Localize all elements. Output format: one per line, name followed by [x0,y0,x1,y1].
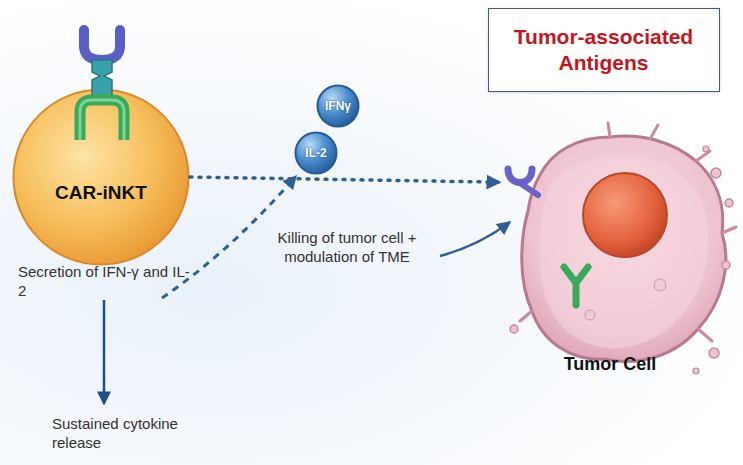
antibody-domain [84,30,120,60]
targeting-connector [190,177,500,182]
ifn-gamma-molecule: IFNγ [316,84,360,128]
cell-label: CAR-iNKT [12,182,190,204]
car-inkt-cell: CAR-iNKT [12,88,190,266]
cell-illustration [500,115,736,395]
ellipse-outline [12,88,190,266]
antigen-title: Tumor-associated Antigens [489,24,718,76]
release-note: Sustained cytokine release [52,414,182,452]
antigen-label-box: Tumor-associated Antigens [488,8,720,92]
killing-note: Killing of tumor cell + modulation of TM… [272,228,422,266]
release-arrow [103,300,106,404]
cytokine-label: IL-2 [294,146,338,160]
tumor-label: Tumor Cell [540,353,680,375]
cytokine-label: IFNγ [316,99,360,113]
killing-arrow [440,222,510,256]
tumor-cell: Tumor Cell [500,115,736,395]
il2-molecule: IL-2 [294,131,338,175]
secretion-note: Secretion of IFN-γ and IL-2 [18,262,198,300]
